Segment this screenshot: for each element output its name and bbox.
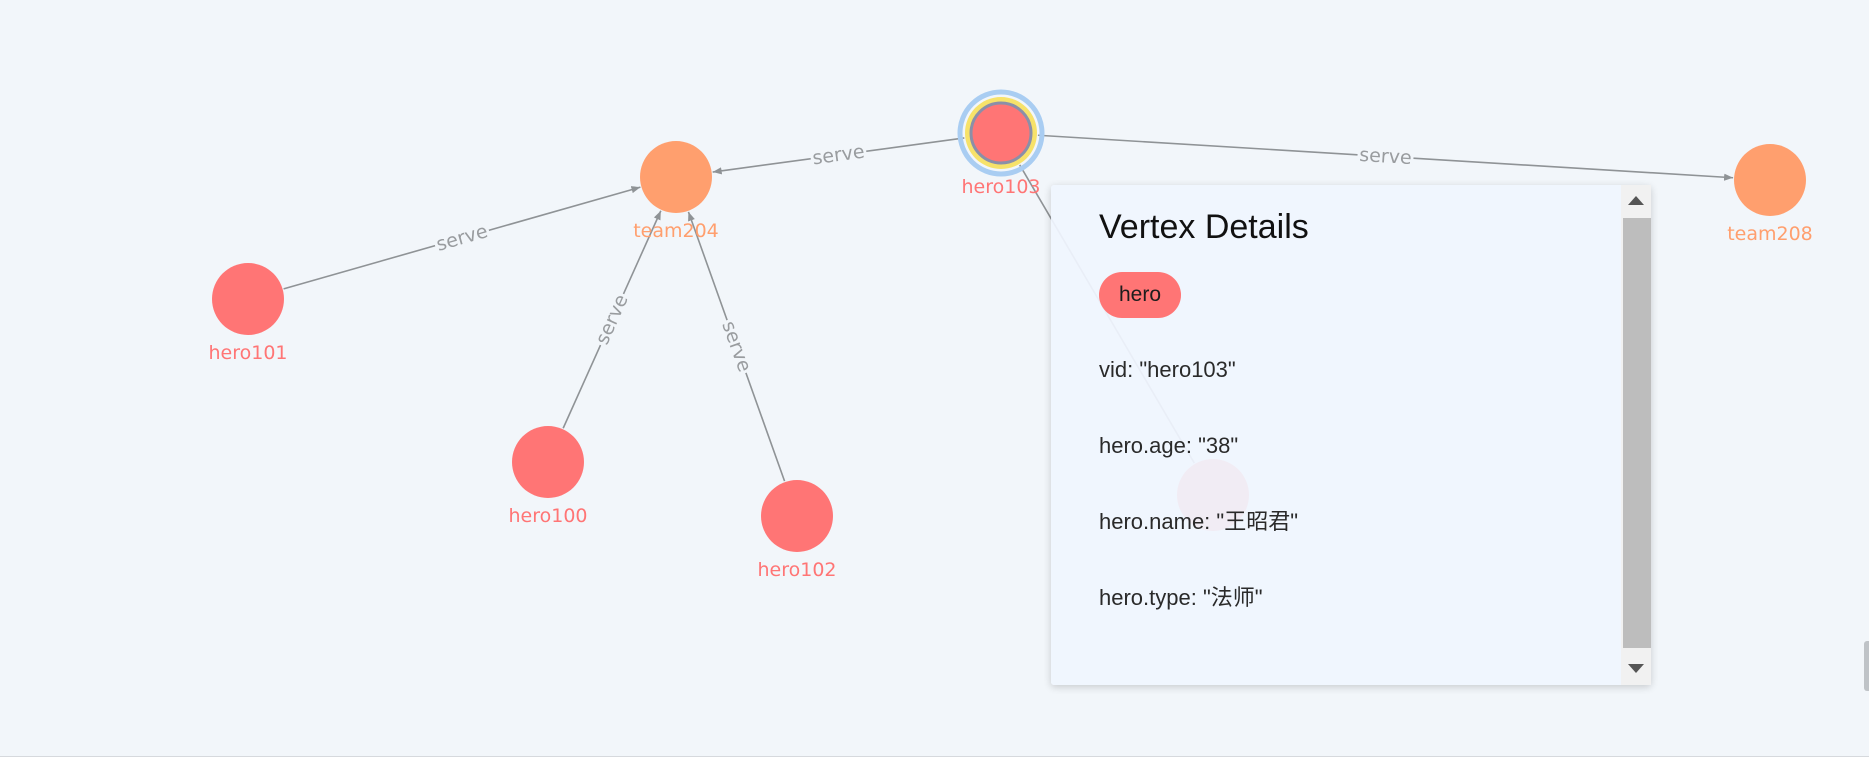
node-label-team204: team204	[633, 220, 719, 242]
property-vid: vid: "hero103"	[1099, 356, 1236, 382]
scroll-up-arrow-icon[interactable]	[1628, 196, 1644, 205]
edge-label-hero103-team204: serve	[811, 141, 866, 170]
node-team204[interactable]: team204	[633, 141, 719, 242]
tag-chip-hero[interactable]: hero	[1099, 271, 1182, 318]
node-hero100[interactable]: hero100	[508, 426, 588, 527]
node-hero103[interactable]: hero103	[957, 89, 1045, 198]
node-circle[interactable]	[640, 141, 712, 213]
node-circle[interactable]	[512, 426, 584, 498]
node-label-hero100: hero100	[508, 505, 587, 527]
edge-label-bg	[591, 289, 633, 350]
node-circle[interactable]	[1734, 144, 1806, 216]
node-hero101[interactable]: hero101	[208, 263, 288, 364]
property-hero-type: hero.type: "法师"	[1099, 584, 1263, 610]
edge-label-hero100-team204: serve	[591, 291, 633, 348]
edge-label-bg	[717, 316, 756, 377]
edge-label-bg	[432, 220, 492, 256]
panel-title: Vertex Details	[1099, 208, 1309, 246]
node-label-hero101: hero101	[208, 342, 287, 364]
node-label-team208: team208	[1727, 223, 1813, 245]
scroll-down-arrow-icon[interactable]	[1628, 664, 1644, 673]
vertex-details-panel[interactable]: Vertex Details hero vid: "hero103" hero.…	[1051, 185, 1651, 685]
panel-scrollbar[interactable]	[1621, 185, 1651, 685]
node-label-hero102: hero102	[757, 559, 836, 581]
edge-label-bg	[1356, 144, 1415, 169]
node-team208[interactable]: team208	[1727, 144, 1813, 245]
property-hero-name: hero.name: "王昭君"	[1099, 508, 1299, 534]
edge-label-hero101-team204: serve	[434, 220, 490, 256]
node-circle[interactable]	[969, 101, 1033, 165]
node-circle[interactable]	[761, 480, 833, 552]
vertex-details-content: Vertex Details hero vid: "hero103" hero.…	[1099, 207, 1599, 636]
property-hero-age: hero.age: "38"	[1099, 432, 1239, 458]
edge-label-hero102-team204: serve	[717, 318, 755, 375]
edge-label-hero103-team208: serve	[1359, 144, 1413, 169]
node-circle[interactable]	[212, 263, 284, 335]
node-label-hero103: hero103	[961, 176, 1040, 198]
side-panel-handle[interactable]	[1864, 641, 1869, 691]
selection-glow	[957, 89, 1045, 177]
node-hero102[interactable]: hero102	[757, 480, 837, 581]
edge-label-bg	[809, 141, 868, 169]
scroll-thumb[interactable]	[1623, 218, 1651, 648]
